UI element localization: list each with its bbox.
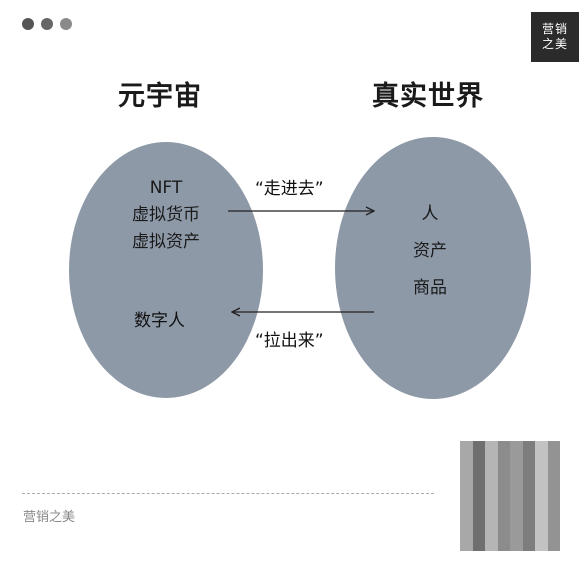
qr-cell bbox=[522, 441, 535, 454]
qr-cell bbox=[535, 489, 548, 503]
qr-cell bbox=[472, 489, 485, 503]
qr-cell bbox=[472, 502, 485, 515]
logo-line-2: 之美 bbox=[541, 37, 568, 51]
qr-cell bbox=[497, 514, 510, 527]
qr-cell bbox=[522, 514, 535, 527]
qr-cell bbox=[497, 477, 510, 490]
logo-line-1: 营销 bbox=[541, 22, 568, 36]
qr-cell bbox=[510, 465, 523, 478]
item-goods: 商品 bbox=[413, 278, 447, 298]
window-controls bbox=[22, 18, 72, 30]
qr-cell bbox=[485, 465, 498, 478]
qr-cell bbox=[547, 441, 560, 454]
qr-cell bbox=[547, 489, 560, 503]
item-digital-human: 数字人 bbox=[134, 311, 185, 331]
item-nft: NFT bbox=[149, 178, 183, 198]
qr-cell bbox=[485, 538, 498, 551]
qr-cell bbox=[522, 502, 535, 515]
qr-cell bbox=[472, 477, 485, 490]
qr-cell bbox=[472, 514, 485, 527]
qr-cell bbox=[522, 489, 535, 503]
qr-cell bbox=[485, 453, 498, 466]
brand-logo: 营销 之美 bbox=[531, 12, 579, 62]
qr-cell bbox=[522, 477, 535, 490]
qr-cell bbox=[535, 477, 548, 490]
item-person: 人 bbox=[421, 204, 439, 224]
item-assets: 资产 bbox=[413, 241, 447, 261]
metaverse-ellipse bbox=[69, 142, 263, 398]
qr-cell bbox=[460, 489, 473, 503]
qr-cell bbox=[547, 538, 560, 551]
dot-icon bbox=[41, 18, 53, 30]
qr-cell bbox=[510, 502, 523, 515]
qr-cell bbox=[485, 526, 498, 539]
dot-icon bbox=[22, 18, 34, 30]
qr-cell bbox=[547, 514, 560, 527]
qr-cell bbox=[522, 538, 535, 551]
qr-cell bbox=[547, 477, 560, 490]
qr-cell bbox=[510, 453, 523, 466]
qr-cell bbox=[485, 514, 498, 527]
qr-cell bbox=[472, 465, 485, 478]
qr-cell bbox=[522, 453, 535, 466]
qr-cell bbox=[497, 465, 510, 478]
qr-cell bbox=[485, 477, 498, 490]
backward-arrow-label: “拉出来” bbox=[255, 331, 324, 351]
qr-cell bbox=[535, 526, 548, 539]
item-virtual-currency: 虚拟货币 bbox=[132, 205, 200, 225]
qr-cell bbox=[460, 441, 473, 454]
qr-cell bbox=[497, 538, 510, 551]
qr-cell bbox=[460, 526, 473, 539]
qr-cell bbox=[460, 465, 473, 478]
qr-cell bbox=[535, 538, 548, 551]
qr-cell bbox=[547, 465, 560, 478]
real-world-ellipse bbox=[335, 137, 531, 399]
blurred-qr-code-icon bbox=[460, 441, 560, 551]
qr-cell bbox=[547, 453, 560, 466]
qr-cell bbox=[535, 465, 548, 478]
footer-brand: 营销之美 bbox=[23, 510, 76, 525]
qr-cell bbox=[485, 489, 498, 503]
qr-cell bbox=[497, 441, 510, 454]
qr-cell bbox=[460, 514, 473, 527]
footer-divider bbox=[22, 493, 434, 494]
qr-cell bbox=[497, 526, 510, 539]
qr-cell bbox=[472, 453, 485, 466]
qr-cell bbox=[522, 465, 535, 478]
qr-cell bbox=[497, 453, 510, 466]
qr-cell bbox=[497, 489, 510, 503]
qr-cell bbox=[510, 489, 523, 503]
qr-cell bbox=[535, 502, 548, 515]
qr-cell bbox=[485, 441, 498, 454]
qr-cell bbox=[547, 502, 560, 515]
qr-cell bbox=[535, 441, 548, 454]
qr-cell bbox=[460, 502, 473, 515]
qr-cell bbox=[535, 453, 548, 466]
qr-cell bbox=[522, 526, 535, 539]
qr-cell bbox=[510, 538, 523, 551]
qr-cell bbox=[472, 441, 485, 454]
metaverse-heading: 元宇宙 bbox=[118, 81, 202, 112]
dot-icon bbox=[60, 18, 72, 30]
qr-cell bbox=[472, 526, 485, 539]
qr-cell bbox=[510, 477, 523, 490]
qr-cell bbox=[460, 453, 473, 466]
forward-arrow-label: “走进去” bbox=[255, 179, 324, 199]
qr-cell bbox=[535, 514, 548, 527]
real-world-heading: 真实世界 bbox=[372, 81, 484, 112]
qr-cell bbox=[547, 526, 560, 539]
real-world-items: 人 资产 商品 bbox=[400, 196, 460, 307]
metaverse-items: NFT 虚拟货币 虚拟资产 bbox=[118, 175, 214, 256]
qr-cell bbox=[497, 502, 510, 515]
qr-cell bbox=[472, 538, 485, 551]
qr-cell bbox=[460, 538, 473, 551]
qr-cell bbox=[510, 526, 523, 539]
qr-cell bbox=[460, 477, 473, 490]
qr-cell bbox=[485, 502, 498, 515]
item-virtual-asset: 虚拟资产 bbox=[132, 232, 200, 252]
qr-cell bbox=[510, 514, 523, 527]
qr-cell bbox=[510, 441, 523, 454]
